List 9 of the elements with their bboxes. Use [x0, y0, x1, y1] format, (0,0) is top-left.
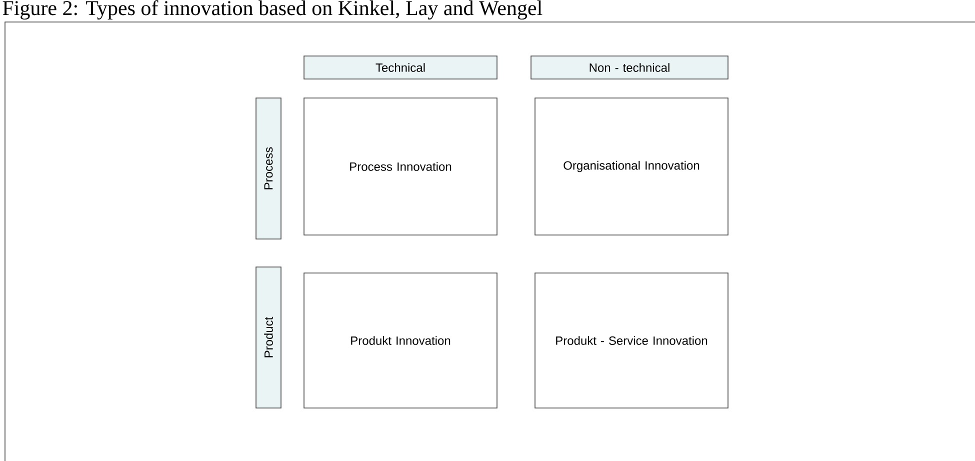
category-box: Produkt - Service Innovation: [534, 272, 728, 408]
category-box: Organisational Innovation: [534, 98, 728, 236]
column-header: Non - technical: [530, 56, 728, 80]
category-box: Produkt Innovation: [304, 272, 498, 408]
row-header: Process: [256, 98, 282, 240]
category-box: Process Innovation: [304, 98, 498, 236]
title: Figure 2: Types of innovation based on Kinkel, Lay and Wengel: [2, 0, 542, 20]
column-header: Technical: [304, 56, 498, 80]
row-header: Product: [256, 266, 282, 408]
